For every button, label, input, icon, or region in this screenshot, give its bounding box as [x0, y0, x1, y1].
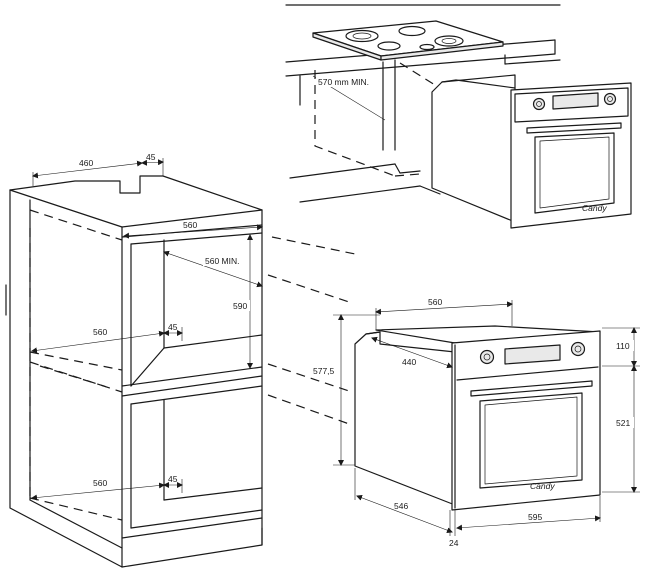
dim-label-45-top: 45 — [146, 152, 156, 162]
dim-label-590: 590 — [233, 301, 247, 311]
dim-cabinet-top-width: 460 — [32, 158, 143, 186]
dim-label-440: 440 — [402, 357, 416, 367]
dim-upper-opening-width: 560 — [123, 220, 263, 239]
dim-upper-opening-height: 590 — [232, 234, 253, 369]
dim-label-560-oven: 560 — [428, 297, 442, 307]
dim-upper-opening-depth: 560 MIN. — [163, 250, 263, 288]
dim-label-560-middle: 560 — [93, 327, 107, 337]
worktop-installation-view: 570 mm MIN. Candy — [285, 4, 632, 229]
brand-logo-small: Candy — [582, 203, 607, 213]
dim-oven-body-width: 560 — [375, 297, 513, 330]
built-in-oven: Candy — [431, 74, 632, 229]
dim-label-546: 546 — [394, 501, 408, 511]
dim-oven-front-width: 595 — [454, 496, 601, 536]
tall-cabinet — [5, 175, 263, 568]
dim-door-thickness: 24 — [449, 510, 459, 548]
dim-label-521: 521 — [616, 418, 630, 428]
dim-label-460: 460 — [79, 158, 93, 168]
dim-label-560-min: 560 MIN. — [205, 256, 240, 266]
dim-label-560-bottom: 560 — [93, 478, 107, 488]
dim-label-595: 595 — [528, 512, 542, 522]
dim-bottom-shelf: 560 45 — [31, 474, 183, 501]
dim-label-45-middle: 45 — [168, 322, 178, 332]
dim-label-110: 110 — [616, 341, 630, 351]
dim-label-577-5: 577,5 — [313, 366, 335, 376]
oven-dimensioned-view: Candy — [354, 325, 601, 511]
dim-label-45-bottom: 45 — [168, 474, 178, 484]
dim-oven-panel-height: 110 — [602, 327, 640, 367]
cabinet-cavity — [289, 54, 561, 209]
dim-oven-door-height: 521 — [602, 365, 640, 493]
dim-worktop-min: 570 mm MIN. — [312, 75, 386, 121]
dim-oven-height: 577,5 — [312, 314, 380, 466]
dim-oven-total-depth: 546 — [354, 468, 453, 534]
brand-logo-large: Candy — [530, 481, 555, 491]
dim-label-24: 24 — [449, 538, 459, 548]
dim-label-560-upper: 560 — [183, 220, 197, 230]
hob — [312, 20, 504, 61]
dim-oven-body-depth: 440 — [371, 336, 453, 369]
dim-middle-shelf: 560 45 — [31, 322, 183, 354]
projection-lines — [267, 236, 361, 426]
dim-cabinet-top-depth: 45 — [141, 152, 164, 176]
dim-label-worktop-min: 570 mm MIN. — [318, 77, 369, 87]
